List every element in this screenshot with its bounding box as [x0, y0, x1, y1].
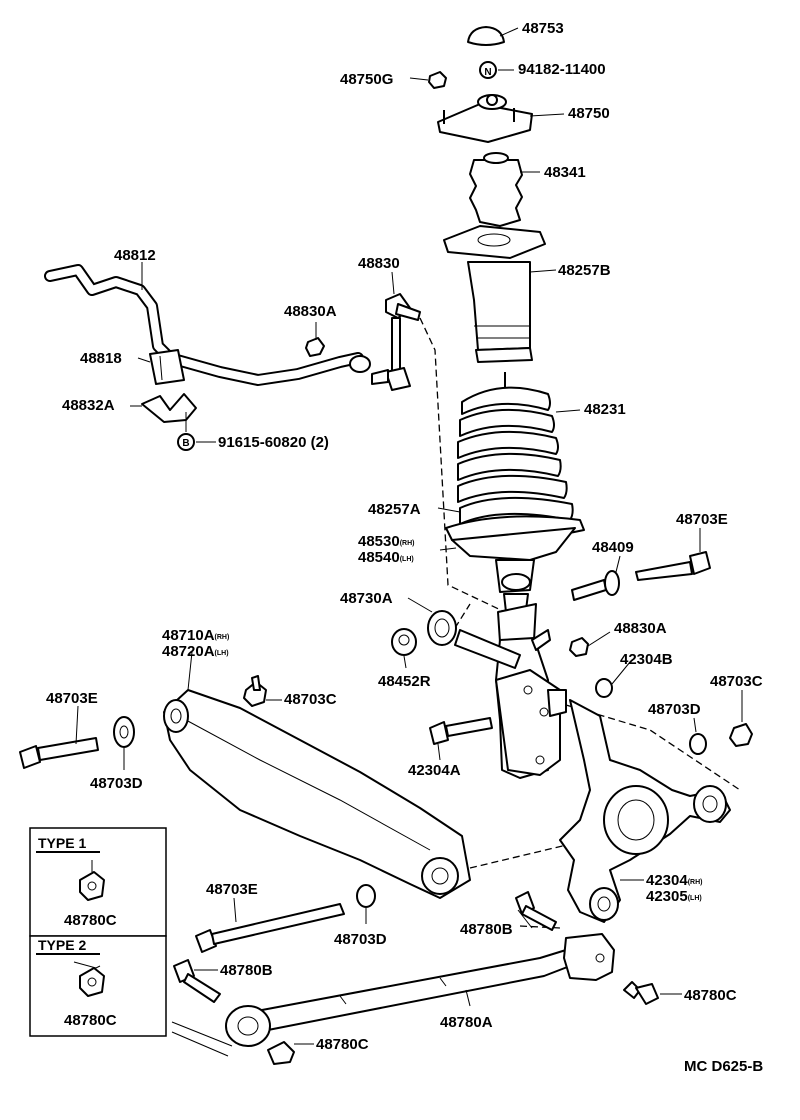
label-48540-number: 48540 — [358, 549, 400, 566]
bushing-48452r — [391, 628, 417, 656]
label-42305-number: 42305 — [646, 888, 688, 905]
type-1-part-label: 48780C — [64, 912, 117, 929]
label-48703e-right: 48703E — [676, 511, 728, 528]
dust-boot — [467, 261, 533, 363]
label-91615-60820: 91615-60820 (2) — [218, 434, 329, 451]
type-2-box: TYPE 2 48780C — [29, 935, 167, 1037]
label-48750g: 48750G — [340, 71, 393, 88]
label-48703d-left: 48703D — [90, 775, 143, 792]
label-48703c-mid: 48703C — [284, 691, 337, 708]
bracket-48832a — [141, 393, 197, 423]
nut-48830a-upper — [305, 337, 325, 357]
label-48540-side: (LH) — [400, 556, 414, 563]
label-48720a: 48720A(LH) — [162, 643, 229, 660]
n-symbol-label: N — [484, 67, 491, 78]
label-48753: 48753 — [522, 20, 564, 37]
strut-mount-48750 — [437, 94, 533, 143]
type-1-box: TYPE 1 48780C — [29, 827, 167, 937]
label-48530-side: (RH) — [400, 540, 415, 547]
stabilizer-link-48830 — [371, 293, 421, 391]
label-48452r: 48452R — [378, 673, 431, 690]
nut-48703c-mid — [243, 675, 267, 707]
rear-arm-48780a — [171, 933, 615, 1057]
label-48710a: 48710A(RH) — [162, 627, 229, 644]
label-48832a: 48832A — [62, 397, 115, 414]
label-48730a: 48730A — [340, 590, 393, 607]
strut-rod-48730a — [427, 610, 521, 669]
nut-48703c-right — [729, 723, 753, 747]
label-48231: 48231 — [584, 401, 626, 418]
label-42304b: 42304B — [620, 651, 673, 668]
label-42305: 42305(LH) — [646, 888, 702, 905]
label-48750: 48750 — [568, 105, 610, 122]
nut-48780c-bottom — [267, 1041, 295, 1065]
n-symbol-icon: N — [479, 61, 497, 79]
bolt-48409 — [571, 570, 620, 601]
leader-lines — [75, 27, 743, 1045]
label-48780b-right: 48780B — [460, 921, 513, 938]
washer-48703d-right — [689, 733, 707, 755]
label-48540: 48540(LH) — [358, 549, 414, 566]
strut-cap-48753 — [467, 26, 505, 46]
bolt-48703e-low — [195, 903, 345, 953]
label-48257a: 48257A — [368, 501, 421, 518]
label-48780c-right: 48780C — [684, 987, 737, 1004]
type-2-part-label: 48780C — [64, 1012, 117, 1029]
spring-seat-48257b — [443, 225, 546, 259]
label-48720a-number: 48720A — [162, 643, 215, 660]
label-48703c-right: 48703C — [710, 673, 763, 690]
shock-absorber-48530 — [451, 527, 576, 779]
label-48341: 48341 — [544, 164, 586, 181]
type-2-title: TYPE 2 — [38, 937, 86, 953]
label-48703e-low: 48703E — [206, 881, 258, 898]
b-symbol-label: B — [182, 438, 189, 449]
label-42304a: 42304A — [408, 762, 461, 779]
label-48830a-upper: 48830A — [284, 303, 337, 320]
washer-48703d-left — [113, 716, 135, 748]
label-48530-number: 48530 — [358, 533, 400, 550]
lower-arm-48710a — [163, 689, 471, 899]
label-48703e-left: 48703E — [46, 690, 98, 707]
label-42304-side: (RH) — [688, 879, 703, 886]
type-1-title: TYPE 1 — [38, 835, 86, 851]
label-48780b-left: 48780B — [220, 962, 273, 979]
label-42304: 42304(RH) — [646, 872, 703, 889]
washer-48703d-low — [356, 884, 376, 908]
label-48812: 48812 — [114, 247, 156, 264]
bolt-42304a — [429, 717, 493, 745]
bump-stopper-48341 — [469, 152, 523, 227]
label-48530: 48530(RH) — [358, 533, 415, 550]
bolt-48703e-left — [19, 737, 99, 769]
label-94182-11400: 94182-11400 — [518, 61, 606, 78]
washer-42304b — [595, 678, 613, 698]
label-48710a-side: (RH) — [215, 634, 230, 641]
label-48703d-right: 48703D — [648, 701, 701, 718]
diagram-code: MC D625-B — [684, 1058, 763, 1075]
label-48780a: 48780A — [440, 1014, 493, 1031]
stabilizer-bar-48812 — [44, 264, 371, 386]
label-48720a-side: (LH) — [215, 650, 229, 657]
label-48830a-lower: 48830A — [614, 620, 667, 637]
ball-joint-48780c-right — [623, 981, 659, 1005]
label-48409: 48409 — [592, 539, 634, 556]
label-48710a-number: 48710A — [162, 627, 215, 644]
bolt-48780b-right — [515, 891, 557, 931]
nut-48830a-lower — [569, 637, 589, 657]
label-48780c-bottom: 48780C — [316, 1036, 369, 1053]
bolt-48703e-right — [635, 551, 711, 581]
stabilizer-bushing-48818 — [149, 349, 185, 385]
label-48818: 48818 — [80, 350, 122, 367]
bolt-48780b-left — [173, 959, 221, 1003]
label-42304-number: 42304 — [646, 872, 688, 889]
label-48257b: 48257B — [558, 262, 611, 279]
knuckle-42304 — [559, 699, 731, 923]
coil-spring-48231 — [457, 372, 574, 525]
nut-48750g — [428, 71, 447, 89]
label-48703d-low: 48703D — [334, 931, 387, 948]
b-symbol-icon: B — [177, 433, 195, 451]
label-42305-side: (LH) — [688, 895, 702, 902]
label-48830: 48830 — [358, 255, 400, 272]
part-labels: 48753 48750G 94182-11400 48750 48341 482… — [46, 20, 763, 1075]
